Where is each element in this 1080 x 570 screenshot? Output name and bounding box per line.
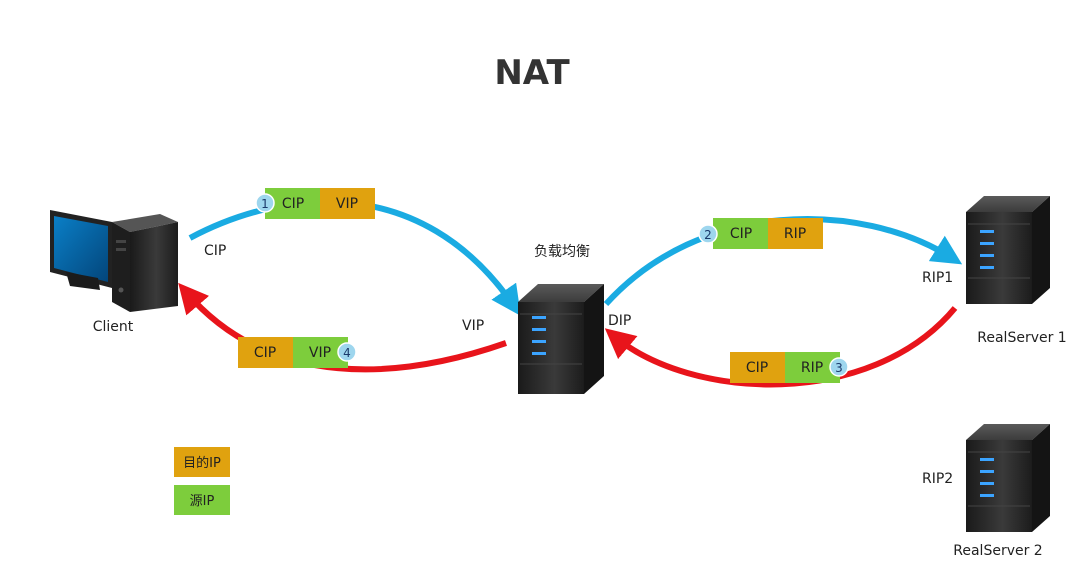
step-4-badge (337, 342, 357, 362)
legend: 目的IP 源IP (174, 447, 230, 515)
packet-1-dest-cell (320, 188, 375, 219)
rip1-label: RIP1 (922, 270, 953, 286)
step-4-number: 4 (343, 346, 351, 360)
legend-dest-swatch (174, 447, 230, 477)
packet-3-src-text: RIP (801, 360, 823, 376)
client-ip-label: CIP (204, 243, 226, 259)
packet-4-src-text: VIP (309, 345, 331, 361)
step-1-number: 1 (261, 197, 269, 211)
load-balancer-server-icon (518, 284, 604, 394)
step-1-badge (255, 193, 275, 213)
diagram-title: NAT (494, 53, 570, 93)
legend-src-swatch (174, 485, 230, 515)
realserver1-icon (966, 196, 1050, 304)
legend-src-label: 源IP (190, 494, 215, 509)
packet-4-dest-text: CIP (254, 345, 276, 361)
packet-3-dest-cell (730, 352, 785, 383)
packet-2-src-cell (713, 218, 768, 249)
packet-1-src-text: CIP (282, 196, 304, 212)
packet-1: CIP VIP 1 (255, 188, 375, 219)
packet-3: CIP RIP 3 (730, 352, 849, 383)
step-2-number: 2 (704, 228, 712, 242)
client-computer-icon (50, 210, 178, 312)
packet-4: CIP VIP 4 (238, 337, 357, 368)
realserver1-label: RealServer 1 (977, 330, 1066, 346)
client-label: Client (93, 319, 134, 335)
packet-1-dest-text: VIP (336, 196, 358, 212)
step-3-badge (829, 357, 849, 377)
packet-2-src-text: CIP (730, 226, 752, 242)
response-arrow-lb-to-client (178, 282, 507, 373)
packet-4-dest-cell (238, 337, 293, 368)
dip-label: DIP (608, 313, 631, 329)
load-balancer-label: 负载均衡 (534, 244, 590, 260)
packet-2: CIP RIP 2 (698, 218, 823, 249)
rip2-label: RIP2 (922, 471, 953, 487)
legend-dest-label: 目的IP (183, 455, 221, 471)
packet-2-dest-cell (768, 218, 823, 249)
vip-label: VIP (462, 318, 484, 334)
realserver2-label: RealServer 2 (953, 543, 1042, 559)
step-3-number: 3 (835, 361, 843, 375)
packet-2-dest-text: RIP (784, 226, 806, 242)
realserver2-icon (966, 424, 1050, 532)
response-arrow-rs1-to-lb (604, 306, 958, 388)
packet-3-dest-text: CIP (746, 360, 768, 376)
step-2-badge (698, 224, 718, 244)
